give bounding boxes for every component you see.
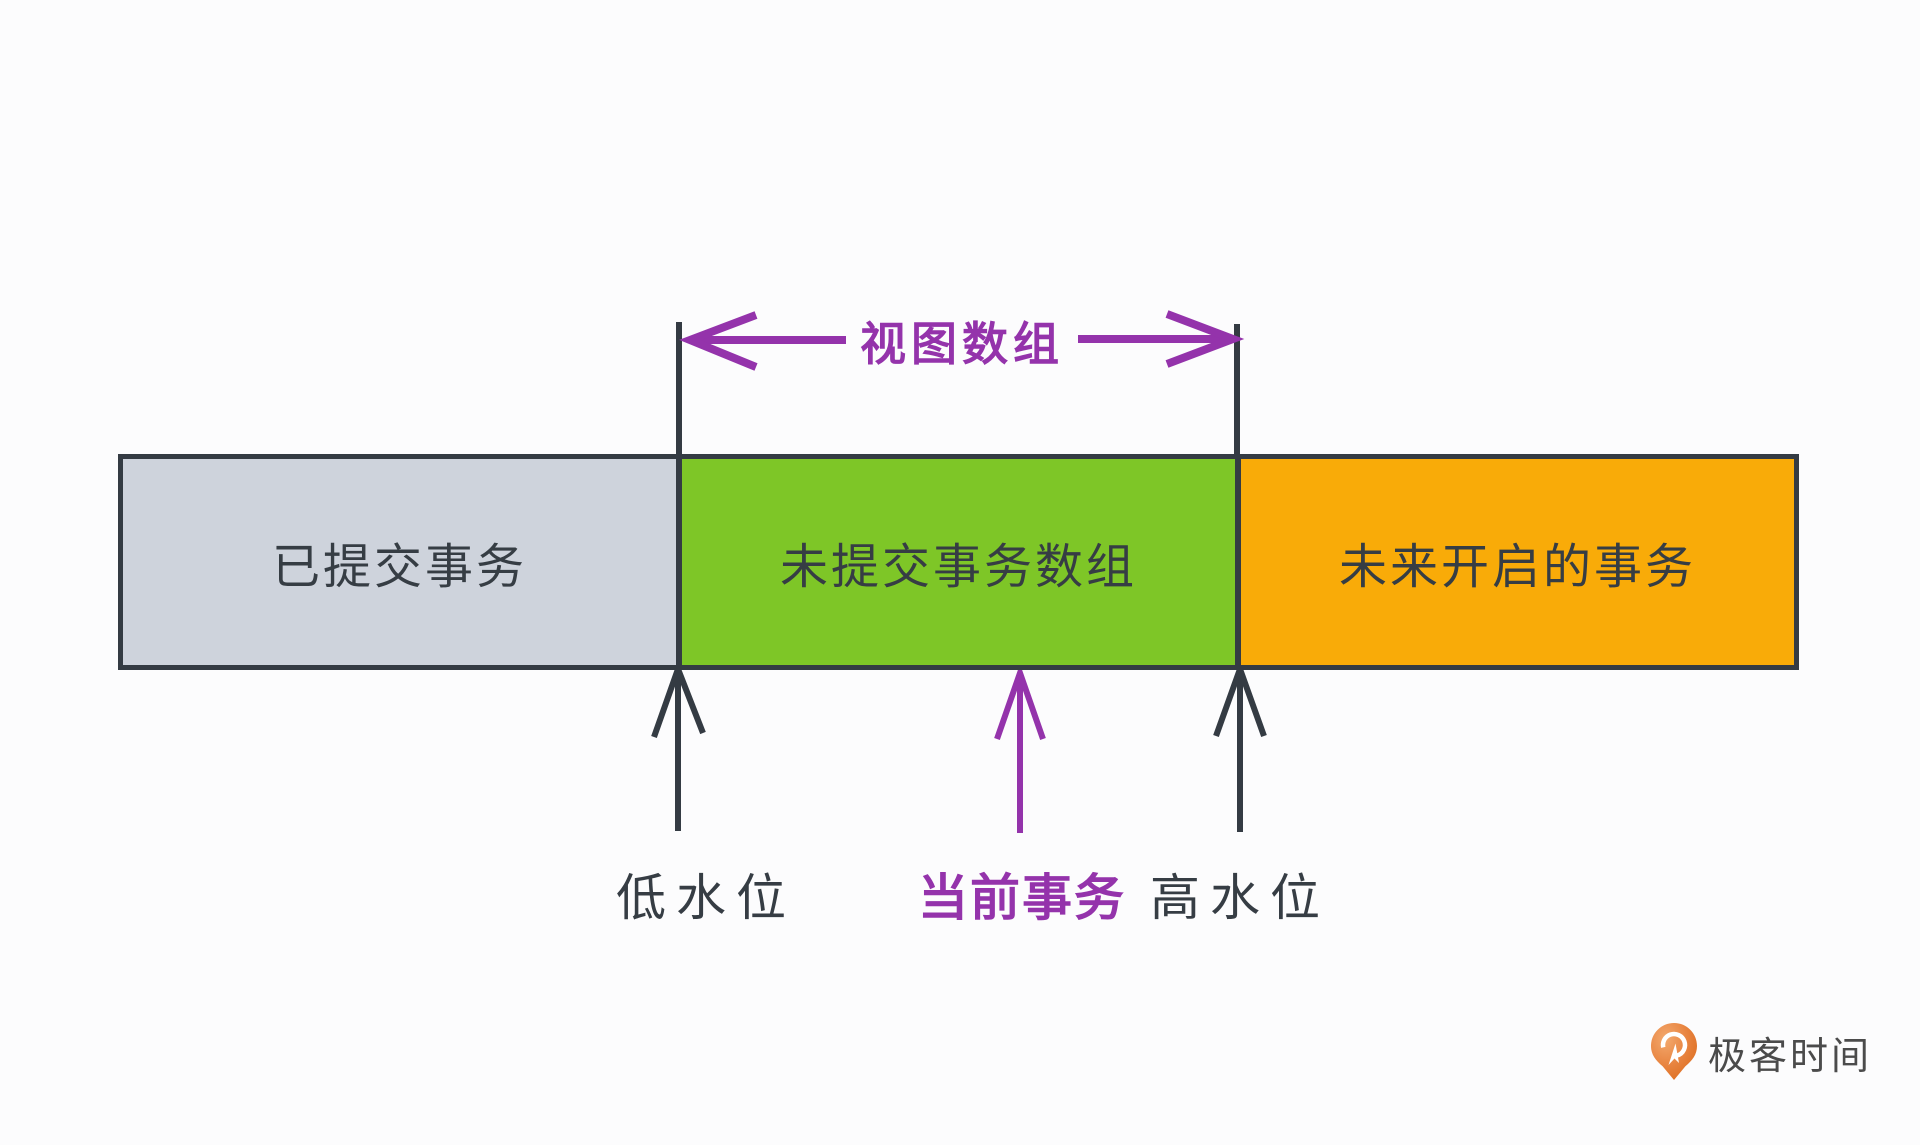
geektime-pin-icon [1651,1023,1697,1080]
segment-committed: 已提交事务 [123,459,676,665]
transaction-id-bar: 已提交事务 未提交事务数组 未来开启的事务 [118,454,1799,670]
segment-future: 未来开启的事务 [1235,459,1794,665]
view-array-arrowhead-right [1165,310,1245,368]
view-array-arrowhead-left [679,311,758,371]
current-transaction-label: 当前事务 [918,870,1126,926]
segment-future-label: 未来开启的事务 [1338,541,1696,594]
segment-committed-label: 已提交事务 [271,541,527,594]
geektime-logo: 极客时间 [1650,1022,1872,1082]
geektime-logo-text: 极客时间 [1708,1035,1873,1078]
low-watermark-label: 低水位 [616,870,796,926]
low-watermark-arrowhead [651,660,706,738]
segment-uncommitted: 未提交事务数组 [676,459,1235,665]
high-watermark-arrowhead [1213,660,1267,738]
view-array-label: 视图数组 [860,318,1064,370]
high-watermark-label: 高水位 [1150,870,1330,926]
current-transaction-arrowhead [994,663,1046,740]
segment-uncommitted-label: 未提交事务数组 [779,541,1137,594]
